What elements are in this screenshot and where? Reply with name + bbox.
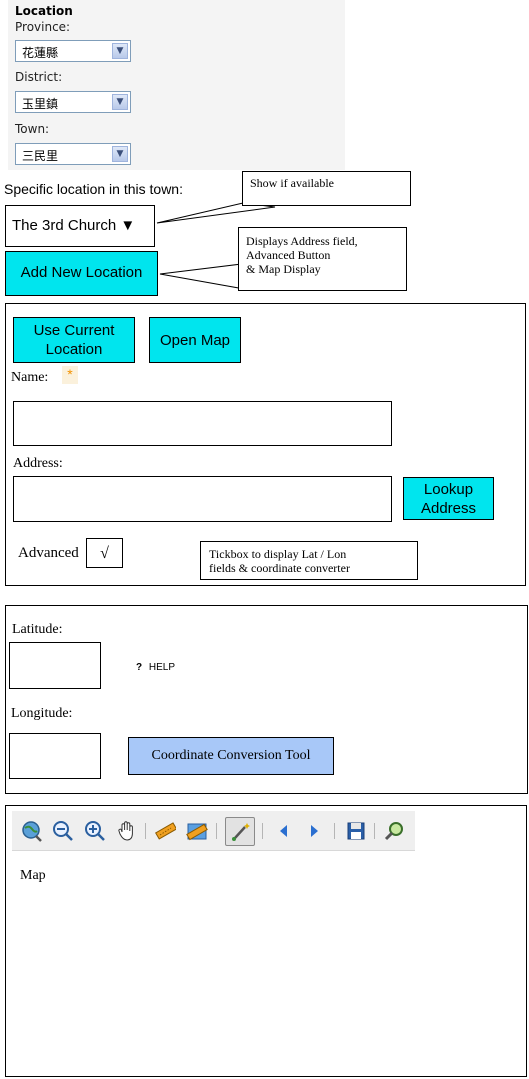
callout-line: Displays Address field, xyxy=(246,234,358,248)
district-value: 玉里鎮 xyxy=(22,97,59,111)
callout-line: & Map Display xyxy=(246,262,321,276)
chevron-down-icon[interactable]: ▼ xyxy=(112,94,128,110)
longitude-field[interactable] xyxy=(9,733,101,779)
use-current-location-button[interactable]: Use Current Location xyxy=(13,317,135,363)
callout-pointer-show xyxy=(156,202,276,224)
province-value: 花蓮縣 xyxy=(22,46,59,60)
advanced-label: Advanced xyxy=(18,545,79,561)
callout-line: Advanced Button xyxy=(246,248,331,262)
open-map-button[interactable]: Open Map xyxy=(149,317,241,363)
town-label: Town: xyxy=(15,122,50,136)
longitude-label: Longitude: xyxy=(11,706,73,721)
measure-area-icon[interactable] xyxy=(186,820,208,842)
toolbar-separator xyxy=(334,823,335,839)
help-icon: ? xyxy=(136,662,143,673)
back-icon[interactable] xyxy=(273,820,295,842)
district-select[interactable]: 玉里鎮 ▼ xyxy=(15,91,131,113)
province-select[interactable]: 花蓮縣 ▼ xyxy=(15,40,131,62)
latitude-field[interactable] xyxy=(9,642,101,689)
lookup-address-button[interactable]: Lookup Address xyxy=(403,477,494,520)
pan-hand-icon[interactable] xyxy=(116,820,138,842)
callout-tickbox: Tickbox to display Lat / Lon fields & co… xyxy=(200,541,418,580)
province-label: Province: xyxy=(15,20,71,34)
help-label: HELP xyxy=(148,662,176,673)
name-label: Name: xyxy=(11,370,49,385)
draw-point-button[interactable] xyxy=(225,817,255,846)
toolbar-separator xyxy=(216,823,217,839)
address-label: Address: xyxy=(13,456,63,471)
callout-line: Tickbox to display Lat / Lon xyxy=(209,547,347,561)
specific-location-label: Specific location in this town: xyxy=(4,181,183,197)
advanced-checkbox[interactable]: √ xyxy=(86,538,123,568)
callout-show-text: Show if available xyxy=(250,176,334,190)
callout-show-if-available: Show if available xyxy=(242,171,411,206)
town-value: 三民里 xyxy=(22,149,59,163)
name-field[interactable] xyxy=(13,401,392,446)
chevron-down-icon[interactable]: ▼ xyxy=(112,43,128,59)
help-link[interactable]: ? HELP xyxy=(136,662,175,673)
forward-icon[interactable] xyxy=(303,820,325,842)
zoom-out-icon[interactable] xyxy=(52,820,74,842)
toolbar-separator xyxy=(374,823,375,839)
callout-pointer-displays xyxy=(159,262,251,291)
zoom-in-icon[interactable] xyxy=(84,820,106,842)
address-field[interactable] xyxy=(13,476,392,522)
callout-line: fields & coordinate converter xyxy=(209,561,350,575)
required-mark: * xyxy=(62,366,78,384)
search-map-icon[interactable] xyxy=(384,820,406,842)
location-panel xyxy=(8,0,345,170)
coordinate-conversion-button[interactable]: Coordinate Conversion Tool xyxy=(128,737,334,775)
map-toolbar xyxy=(12,811,415,851)
specific-location-dropdown[interactable]: The 3rd Church ▼ xyxy=(5,205,155,247)
save-icon[interactable] xyxy=(345,820,367,842)
draw-point-icon xyxy=(232,823,250,841)
map-label: Map xyxy=(20,868,46,883)
chevron-down-icon[interactable]: ▼ xyxy=(112,146,128,162)
location-title: Location xyxy=(15,4,73,18)
toolbar-separator xyxy=(262,823,263,839)
toolbar-separator xyxy=(145,823,146,839)
add-new-location-button[interactable]: Add New Location xyxy=(5,251,158,296)
district-label: District: xyxy=(15,70,63,84)
latitude-label: Latitude: xyxy=(12,622,63,637)
callout-displays-fields: Displays Address field, Advanced Button … xyxy=(238,227,407,291)
measure-length-icon[interactable] xyxy=(154,820,176,842)
town-select[interactable]: 三民里 ▼ xyxy=(15,143,131,165)
globe-zoom-icon[interactable] xyxy=(20,820,42,842)
